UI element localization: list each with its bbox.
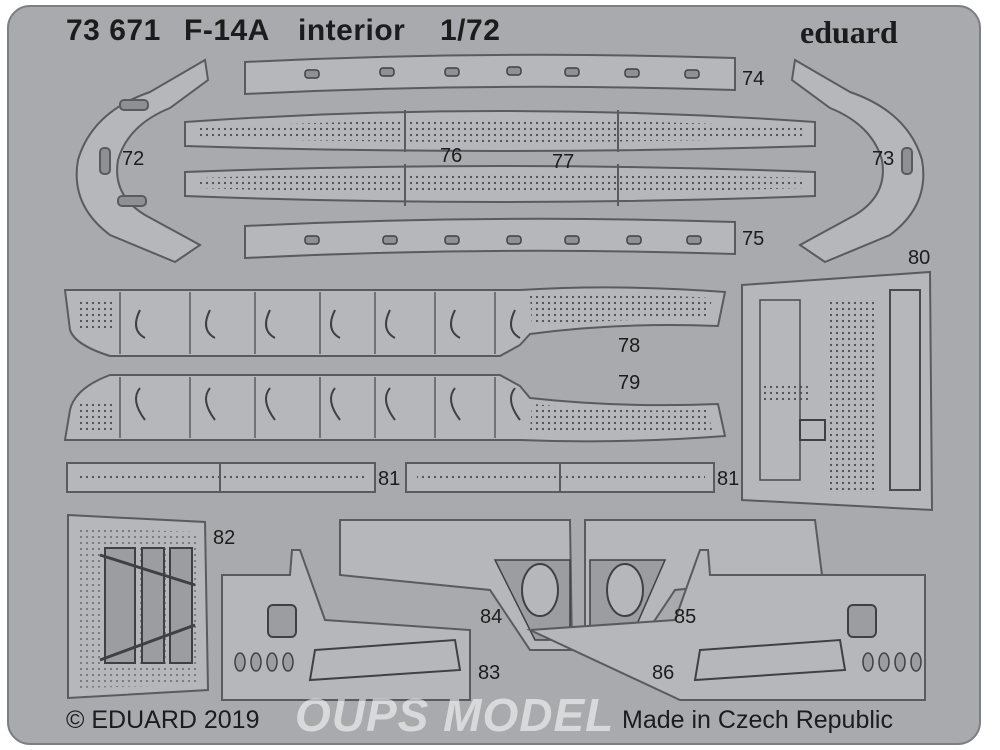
kit-scale: 1/72	[440, 14, 501, 47]
part-74	[244, 53, 736, 96]
watermark-text: OUPS MODEL	[295, 689, 615, 741]
copyright-text: © EDUARD 2019	[66, 706, 260, 734]
part-number-84: 84	[480, 606, 503, 628]
part-number-79: 79	[618, 372, 641, 394]
kit-code: 73 671	[66, 14, 161, 47]
part-82	[67, 513, 210, 700]
part-76	[184, 110, 816, 152]
brand-logo: eduard	[800, 14, 898, 50]
part-80	[741, 270, 934, 512]
part-77	[184, 164, 816, 206]
part-73	[790, 58, 925, 264]
part-78	[63, 286, 727, 357]
part-81-right	[405, 462, 715, 493]
part-number-74: 74	[742, 68, 765, 90]
kit-subject: interior	[298, 14, 406, 47]
part-81-left	[66, 462, 376, 493]
part-number-76: 76	[440, 145, 463, 167]
part-72	[75, 58, 210, 264]
part-number-77: 77	[552, 151, 575, 173]
part-number-81-left: 81	[378, 468, 401, 490]
part-number-78: 78	[618, 335, 641, 357]
part-86	[526, 549, 926, 701]
part-83	[221, 549, 471, 701]
kit-model: F-14A	[184, 14, 270, 47]
origin-text: Made in Czech Republic	[622, 706, 893, 734]
part-number-86: 86	[652, 662, 675, 684]
part-number-73: 73	[872, 148, 895, 170]
part-79	[63, 374, 727, 443]
part-number-81-right: 81	[717, 468, 740, 490]
part-75	[244, 217, 736, 260]
part-number-80: 80	[908, 247, 931, 269]
part-number-85: 85	[674, 606, 697, 628]
part-number-83: 83	[478, 662, 501, 684]
part-number-72: 72	[122, 148, 145, 170]
part-number-82: 82	[213, 527, 236, 549]
part-84	[339, 519, 574, 651]
part-number-75: 75	[742, 228, 765, 250]
